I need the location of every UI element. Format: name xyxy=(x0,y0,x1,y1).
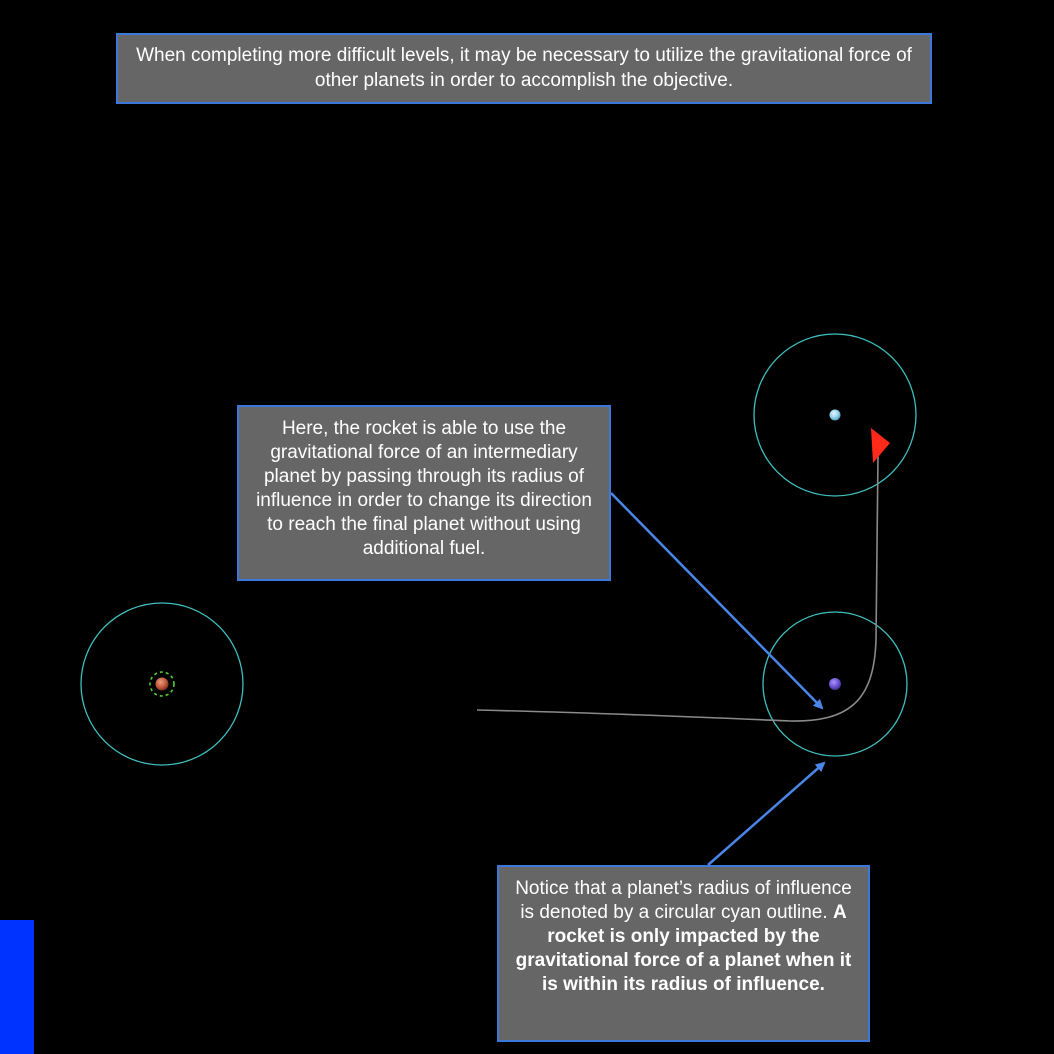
callout-top-text: When completing more difficult levels, i… xyxy=(136,45,912,91)
callout-bottom-plain-text: Notice that a planet’s radius of influen… xyxy=(515,878,852,923)
start-planet-icon xyxy=(155,677,169,691)
intermediary-planet-icon xyxy=(829,678,841,690)
callout-radius-of-influence: Notice that a planet’s radius of influen… xyxy=(497,865,870,1042)
influence-ring-start xyxy=(80,602,244,766)
red-flag-icon xyxy=(871,428,890,463)
blue-bar-panel xyxy=(0,920,34,1054)
callout-bottom-bold-text: A rocket is only impacted by the gravita… xyxy=(515,902,852,995)
target-planet-icon xyxy=(829,409,841,421)
callout-middle-text: Here, the rocket is able to use the grav… xyxy=(256,418,592,559)
arrow-to-influence-ring xyxy=(707,761,826,866)
arrow-to-trajectory xyxy=(610,492,824,710)
callout-intermediary-planet: Here, the rocket is able to use the grav… xyxy=(237,405,611,581)
rocket-trajectory xyxy=(476,454,879,722)
influence-ring-target xyxy=(753,333,917,497)
influence-ring-intermediary xyxy=(762,611,908,757)
launch-ring xyxy=(149,671,175,697)
callout-gravity-assist-intro: When completing more difficult levels, i… xyxy=(116,33,932,104)
